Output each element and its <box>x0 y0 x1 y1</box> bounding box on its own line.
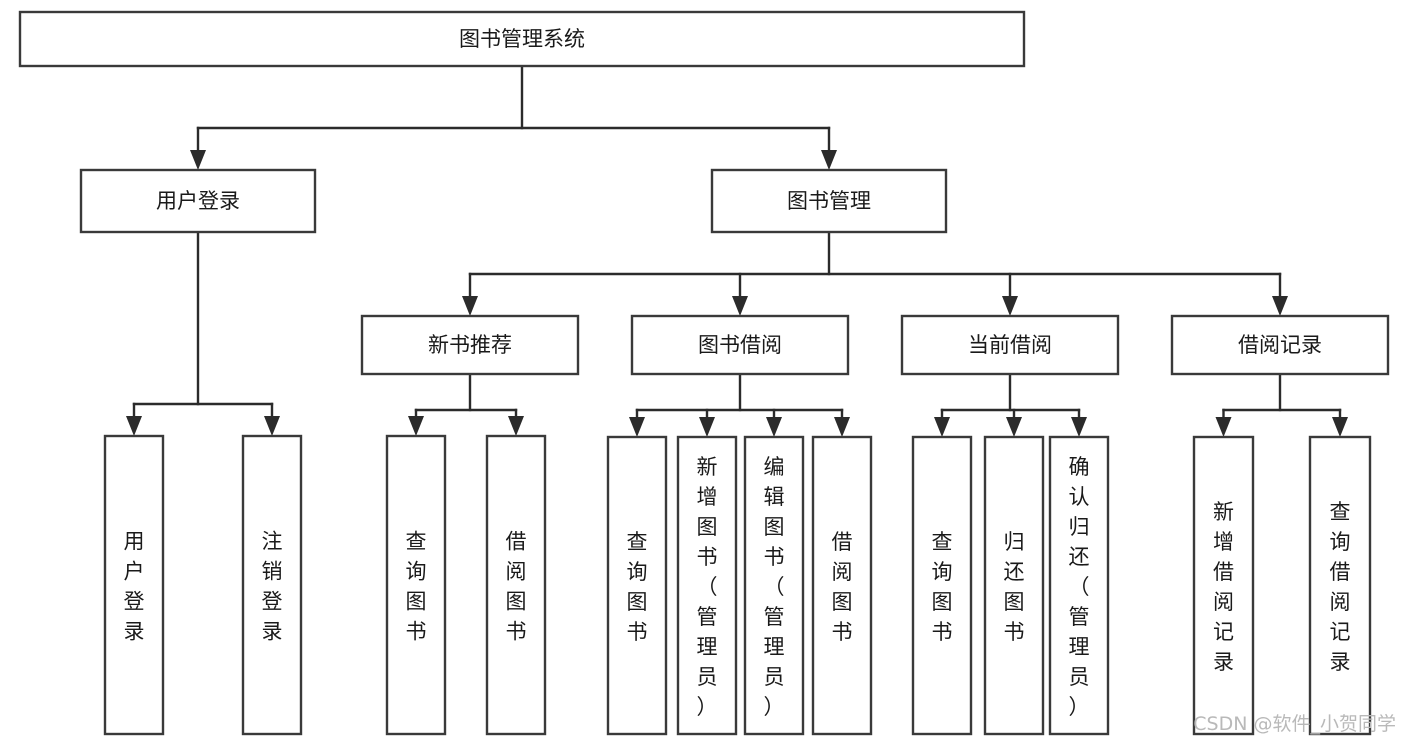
level2-node-label: 图书借阅 <box>698 333 782 357</box>
level1-node-label: 用户登录 <box>156 189 240 213</box>
leaf-node-box[interactable] <box>385 434 447 736</box>
arrow-head-icon <box>1272 296 1288 316</box>
arrow-head-icon <box>1215 417 1232 437</box>
leaf-node-box[interactable] <box>606 435 668 736</box>
leaf-node-box[interactable] <box>1308 435 1372 736</box>
leaf-node-box[interactable] <box>983 435 1045 736</box>
leaf-node-3[interactable]: 查询图书 <box>385 434 447 736</box>
arrow-head-icon <box>629 417 645 437</box>
watermark-label: CSDN @软件_小贺同学 <box>1193 713 1396 735</box>
leaf-node-label: 新增图书（管理员） <box>697 455 718 719</box>
leaf-node-box[interactable] <box>811 435 873 736</box>
leaf-node-box[interactable] <box>1192 435 1255 736</box>
root-node-label: 图书管理系统 <box>459 27 585 51</box>
leaf-node-9[interactable]: 查询图书 <box>911 435 973 736</box>
level2-node-box[interactable] <box>1170 314 1390 376</box>
leaf-node-label: 查询图书 <box>627 530 648 644</box>
leaf-node-label: 新增借阅记录 <box>1213 500 1234 674</box>
arrow-head-icon <box>508 416 524 436</box>
level1-node-label: 图书管理 <box>787 189 871 213</box>
leaf-node-label: 注销登录 <box>262 529 283 643</box>
level1-node-2[interactable]: 图书管理 <box>710 168 948 234</box>
leaf-node-box[interactable] <box>676 435 738 736</box>
leaf-node-4[interactable]: 借阅图书 <box>485 434 547 736</box>
level2-node-2[interactable]: 图书借阅 <box>630 314 850 376</box>
level1-node-box[interactable] <box>79 168 317 234</box>
arrow-head-icon <box>834 417 850 437</box>
leaf-node-6[interactable]: 新增图书（管理员） <box>676 435 738 736</box>
level2-node-3[interactable]: 当前借阅 <box>900 314 1120 376</box>
arrow-head-icon <box>766 417 782 437</box>
leaf-node-label: 借阅图书 <box>506 529 527 643</box>
leaf-node-10[interactable]: 归还图书 <box>983 435 1045 736</box>
arrow-head-icon <box>821 150 837 170</box>
leaf-node-label: 查询图书 <box>932 530 953 644</box>
leaf-node-label: 确认归还（管理员） <box>1069 455 1090 719</box>
level2-node-label: 新书推荐 <box>428 333 512 357</box>
leaf-node-box[interactable] <box>1048 435 1110 736</box>
level2-node-1[interactable]: 新书推荐 <box>360 314 580 376</box>
level1-node-box[interactable] <box>710 168 948 234</box>
arrow-head-icon <box>126 416 142 436</box>
connector-layer <box>126 64 1348 437</box>
leaf-node-2[interactable]: 注销登录 <box>241 434 303 736</box>
root-node-1[interactable]: 图书管理系统 <box>18 10 1026 68</box>
node-layer: 图书管理系统用户登录图书管理新书推荐图书借阅当前借阅借阅记录用户登录注销登录查询… <box>18 10 1390 736</box>
root-node-box[interactable] <box>18 10 1026 68</box>
level2-node-box[interactable] <box>630 314 850 376</box>
arrow-head-icon <box>462 296 478 316</box>
arrow-head-icon <box>1071 417 1087 437</box>
leaf-node-label: 借阅图书 <box>832 530 853 644</box>
level2-node-label: 当前借阅 <box>968 333 1052 357</box>
leaf-node-label: 编辑图书（管理员） <box>764 455 785 719</box>
leaf-node-label: 查询借阅记录 <box>1330 500 1351 674</box>
leaf-node-box[interactable] <box>743 435 805 736</box>
leaf-node-box[interactable] <box>241 434 303 736</box>
leaf-node-7[interactable]: 编辑图书（管理员） <box>743 435 805 736</box>
arrow-head-icon <box>699 417 715 437</box>
arrow-head-icon <box>1002 296 1018 316</box>
level2-node-box[interactable] <box>360 314 580 376</box>
leaf-node-box[interactable] <box>485 434 547 736</box>
arrow-head-icon <box>1332 417 1348 437</box>
leaf-node-12[interactable]: 新增借阅记录 <box>1192 435 1255 736</box>
level2-node-4[interactable]: 借阅记录 <box>1170 314 1390 376</box>
arrow-head-icon <box>1006 417 1022 437</box>
level2-node-box[interactable] <box>900 314 1120 376</box>
arrow-head-icon <box>190 150 206 170</box>
arrow-head-icon <box>408 416 424 436</box>
level2-node-label: 借阅记录 <box>1238 333 1322 357</box>
arrow-head-icon <box>732 296 748 316</box>
leaf-node-13[interactable]: 查询借阅记录 <box>1308 435 1372 736</box>
leaf-node-label: 查询图书 <box>406 529 427 643</box>
leaf-node-8[interactable]: 借阅图书 <box>811 435 873 736</box>
leaf-node-box[interactable] <box>103 434 165 736</box>
leaf-node-11[interactable]: 确认归还（管理员） <box>1048 435 1110 736</box>
leaf-node-label: 用户登录 <box>124 529 145 643</box>
leaf-node-box[interactable] <box>911 435 973 736</box>
arrow-head-icon <box>934 417 950 437</box>
leaf-node-label: 归还图书 <box>1004 530 1025 644</box>
arrow-head-icon <box>264 416 280 436</box>
leaf-node-5[interactable]: 查询图书 <box>606 435 668 736</box>
leaf-node-1[interactable]: 用户登录 <box>103 434 165 736</box>
level1-node-1[interactable]: 用户登录 <box>79 168 317 234</box>
